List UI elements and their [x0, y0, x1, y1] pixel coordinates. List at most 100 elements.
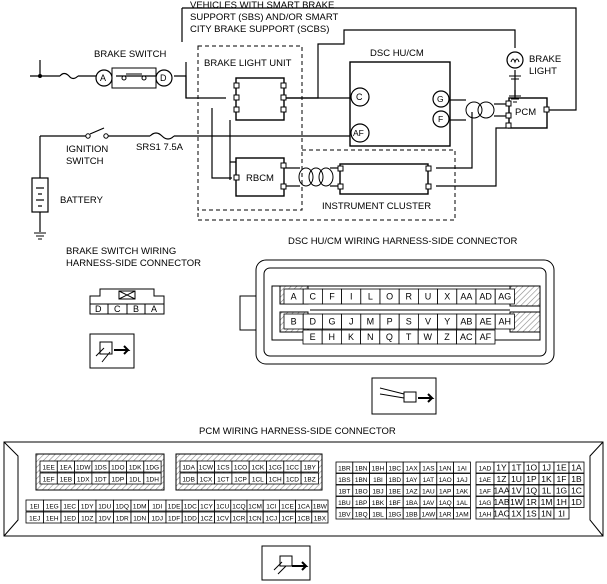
pcm-pin-1AD: 1AD — [475, 461, 495, 474]
pcm-pin-1CW: 1CW — [196, 460, 216, 473]
dsc-pin-A: A — [283, 288, 304, 305]
bs-conn-pin-b: B — [133, 304, 140, 314]
pcm-pin-1BQ: 1BQ — [352, 507, 370, 520]
pcm-pin-1D: 1D — [568, 496, 585, 508]
svg-text:1V: 1V — [511, 486, 522, 496]
pcm-pin-1CC: 1CC — [283, 460, 302, 473]
brake-switch — [95, 67, 173, 89]
pcm-pin-1BP: 1BP — [352, 496, 370, 508]
pcm-pin-1BT: 1BT — [335, 484, 354, 497]
pcm-pin-1U: 1U — [508, 473, 525, 485]
pcm-pin-1S: 1S — [523, 507, 540, 520]
pcm-pin-1AZ: 1AZ — [402, 484, 421, 497]
pcm-pin-1CH: 1CH — [266, 472, 285, 485]
pcm-pin-1BH: 1BH — [369, 461, 387, 474]
svg-text:1DB: 1DB — [182, 477, 195, 484]
bs-conn-pin-a: A — [151, 304, 158, 314]
svg-text:V: V — [425, 317, 431, 327]
ignition-label-2: SWITCH — [66, 156, 104, 167]
pcm-pin-1DN: 1DN — [130, 511, 149, 524]
svg-text:1AD: 1AD — [479, 466, 492, 473]
svg-text:1AA: 1AA — [493, 486, 509, 496]
pcm-pin-1C: 1C — [568, 484, 585, 497]
battery-symbol — [31, 177, 49, 232]
brake-switch-connector-title-2: HARNESS-SIDE CONNECTOR — [66, 258, 201, 269]
svg-text:D: D — [310, 317, 317, 327]
svg-text:1DA: 1DA — [182, 465, 195, 472]
svg-text:1CU: 1CU — [216, 504, 229, 511]
pcm-pin-1BE: 1BE — [385, 484, 404, 497]
dsc-pin-AG: AG — [494, 288, 515, 305]
pcm-pin-1DJ: 1DJ — [148, 511, 167, 524]
pcm-pin-1DT: 1DT — [91, 472, 110, 485]
pcm-pin-1BD: 1BD — [385, 473, 404, 485]
pcm-pin-1N: 1N — [538, 507, 555, 520]
pcm-pin-1BN: 1BN — [352, 461, 370, 474]
instrument-cluster-label: INSTRUMENT CLUSTER — [322, 201, 432, 212]
svg-text:1AB: 1AB — [493, 497, 509, 507]
svg-text:1X: 1X — [511, 509, 522, 519]
dsc-pin-S: S — [398, 313, 419, 330]
pcm-pin-1DY: 1DY — [78, 499, 97, 512]
pcm-label: PCM — [515, 107, 537, 118]
dsc-pin-X: X — [437, 288, 458, 305]
svg-text:1CZ: 1CZ — [200, 516, 212, 523]
svg-text:AE: AE — [480, 317, 492, 327]
pcm-pin-1AE: 1AE — [475, 473, 495, 485]
svg-text:1DF: 1DF — [168, 516, 180, 523]
svg-text:1AI: 1AI — [457, 466, 467, 473]
pcm-pin-1DB: 1DB — [179, 472, 198, 485]
svg-text:1AS: 1AS — [422, 466, 435, 473]
svg-text:1DM: 1DM — [133, 504, 147, 511]
svg-text:1Z: 1Z — [497, 474, 507, 484]
svg-text:1DJ: 1DJ — [151, 516, 163, 523]
brake-switch-pin-d: D — [160, 73, 167, 83]
svg-text:1AZ: 1AZ — [406, 489, 418, 496]
pcm-pin-1DV: 1DV — [95, 511, 114, 524]
pcm-pin-1DQ: 1DQ — [113, 499, 132, 512]
pcm-pin-1BB: 1BB — [402, 507, 421, 520]
svg-text:1BK: 1BK — [372, 500, 385, 507]
pcm-pin-1AM: 1AM — [453, 507, 471, 520]
pcm-pin-1DD: 1DD — [181, 511, 199, 524]
svg-text:L: L — [368, 292, 373, 302]
pcm-pin-1AG: 1AG — [475, 496, 495, 508]
pcm-pin-1CY: 1CY — [197, 499, 215, 512]
pcm-pin-1BX: 1BX — [311, 511, 329, 524]
pcm-pin-1ED: 1ED — [60, 511, 79, 524]
svg-text:I: I — [350, 292, 353, 302]
bs-conn-pin-d: D — [95, 304, 102, 314]
pcm-pin-1BF: 1BF — [385, 496, 404, 508]
svg-text:AA: AA — [460, 292, 472, 302]
svg-text:1D: 1D — [571, 497, 582, 507]
pcm-pin-1CS: 1CS — [214, 460, 233, 473]
pcm-pin-1A: 1A — [568, 461, 585, 474]
pcm-pin-1R: 1R — [523, 496, 540, 508]
dsc-pin-T: T — [398, 329, 419, 345]
svg-text:1BC: 1BC — [388, 466, 401, 473]
pcm-pin-1V: 1V — [508, 484, 525, 497]
pcm-pin-1EG: 1EG — [43, 499, 62, 512]
svg-text:1AX: 1AX — [405, 466, 418, 473]
svg-text:1EJ: 1EJ — [29, 516, 40, 523]
svg-text:G: G — [328, 317, 335, 327]
pcm-pin-1BA: 1BA — [402, 496, 421, 508]
svg-text:1DO: 1DO — [111, 465, 124, 472]
brake-switch-connector-drawing — [89, 288, 165, 315]
svg-text:1DY: 1DY — [81, 504, 94, 511]
svg-text:A: A — [291, 292, 297, 302]
dsc-pin-f: F — [438, 114, 444, 124]
pcm-pin-1I: 1I — [553, 507, 570, 520]
note-line-1: VEHICLES WITH SMART BRAKE — [190, 0, 335, 11]
pcm-pin-1DF: 1DF — [165, 511, 183, 524]
brake-light-bulb — [506, 51, 524, 69]
pcm-pin-1EB: 1EB — [56, 472, 75, 485]
svg-text:1H: 1H — [556, 497, 567, 507]
pcm-pin-1DH: 1DH — [143, 472, 162, 485]
svg-text:1AY: 1AY — [406, 477, 418, 484]
svg-text:1DD: 1DD — [184, 516, 197, 523]
dsc-pin-L: L — [360, 288, 381, 305]
pcm-pin-1EE: 1EE — [39, 460, 58, 473]
svg-text:1CI: 1CI — [266, 504, 276, 511]
svg-text:1CB: 1CB — [297, 516, 310, 523]
